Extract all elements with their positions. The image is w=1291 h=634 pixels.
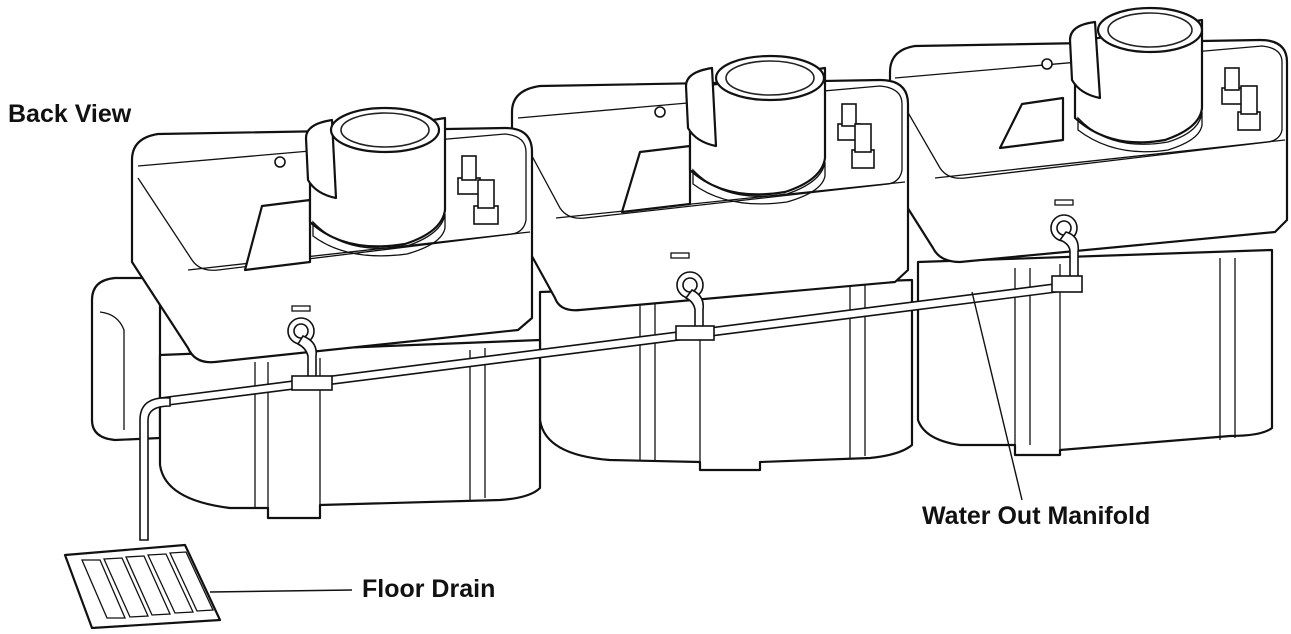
pump-unit-center	[510, 54, 914, 472]
fitting-left-2	[473, 179, 499, 225]
manifold-callout-label: Water Out Manifold	[922, 502, 1151, 530]
water-out-manifold-pipe	[139, 275, 1083, 541]
fitting-center-2	[851, 123, 875, 169]
pump-unit-left	[90, 106, 542, 520]
fitting-left-1	[457, 155, 481, 195]
pump-unit-right	[888, 6, 1289, 457]
manifold-leader-line	[971, 291, 1023, 501]
floor-drain-grate	[63, 543, 222, 630]
fitting-right-1	[1221, 67, 1243, 105]
drain-leader-line	[209, 589, 353, 593]
floor-drain-callout-label: Floor Drain	[362, 575, 496, 603]
fitting-right-2	[1237, 85, 1261, 131]
figure-title: Back View	[8, 100, 132, 128]
